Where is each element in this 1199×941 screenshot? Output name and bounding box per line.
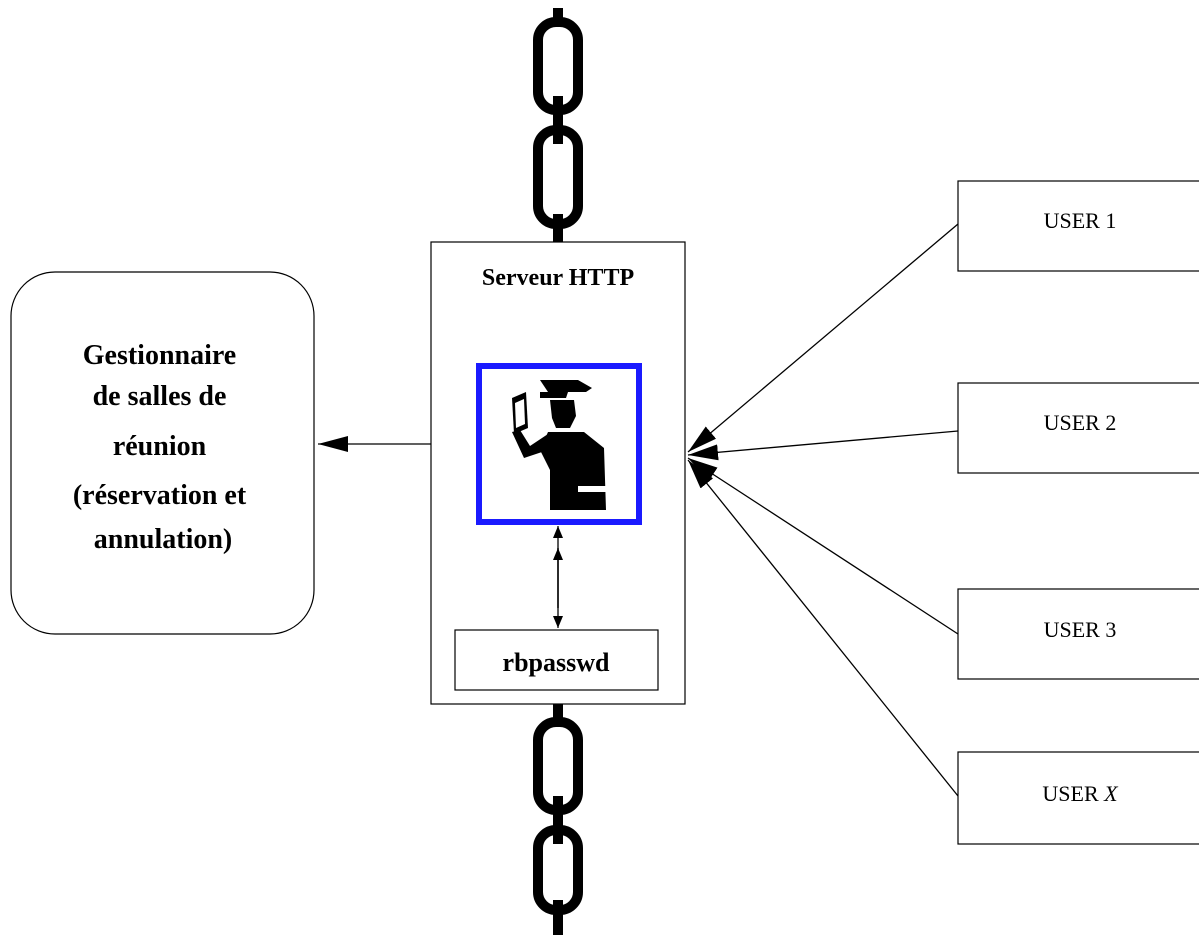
user-box-1 [957, 180, 1199, 272]
guard-belt [578, 486, 606, 492]
manager-label: Gestionnaire de salles de réunion (réser… [73, 340, 253, 555]
user3-arrow [687, 457, 959, 635]
user-box-3 [957, 588, 1199, 680]
rbpasswd-box [454, 629, 659, 691]
rbpasswd-label: rbpasswd [503, 648, 610, 677]
manager-box [10, 271, 315, 635]
user-label-2: USER 2 [1044, 410, 1117, 435]
user-label-x: USER X [1042, 781, 1119, 806]
user-label-1: USER 1 [1044, 208, 1117, 233]
user-box-x [957, 751, 1199, 845]
user1-arrow [687, 223, 959, 453]
chain-bottom-icon [533, 704, 583, 935]
server-title: Serveur HTTP [482, 265, 634, 291]
user-label-3: USER 3 [1044, 617, 1117, 642]
chain-top-icon [533, 8, 583, 242]
userx-arrow [687, 459, 959, 797]
user2-arrow [687, 430, 959, 461]
user-box-2 [957, 382, 1199, 474]
